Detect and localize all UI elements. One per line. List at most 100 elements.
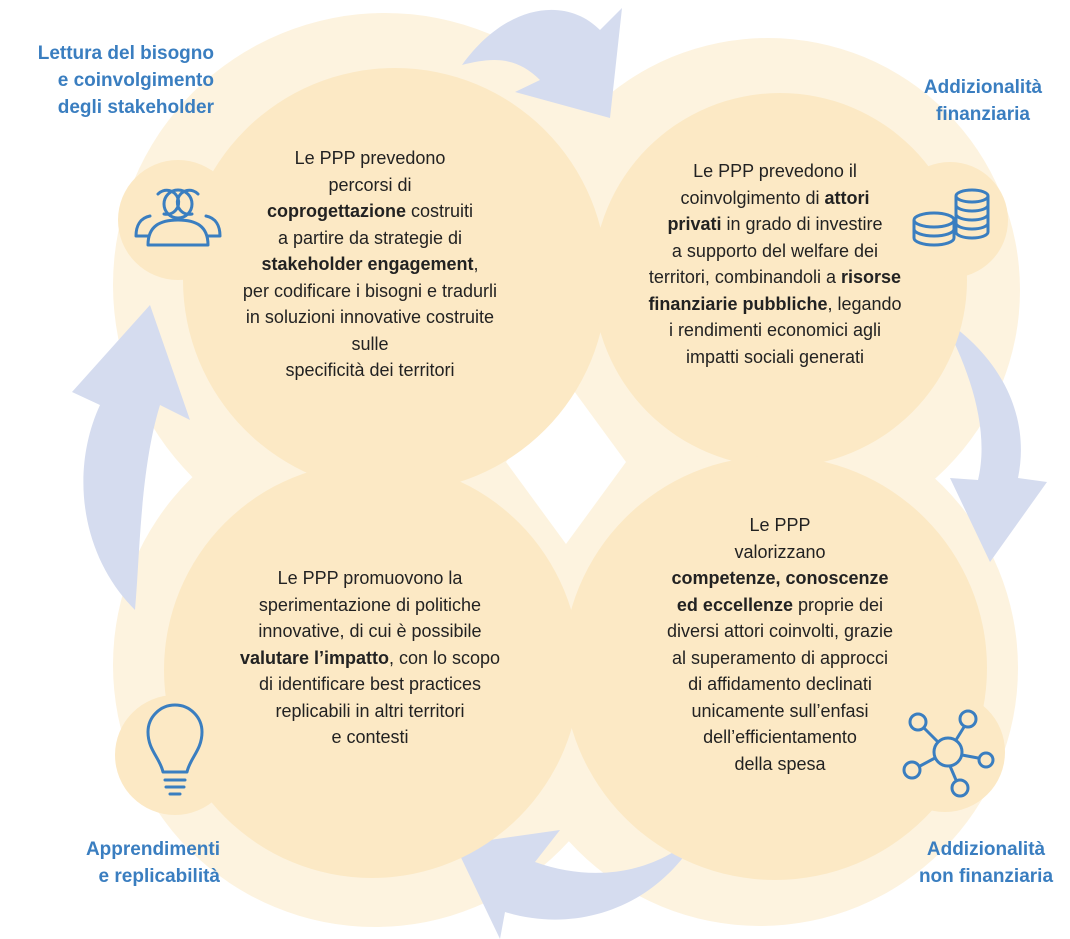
heading-line: Addizionalità <box>926 839 1046 860</box>
text-run: , legando <box>827 293 902 314</box>
text-run: Le PPP prevedono il <box>693 161 857 181</box>
text-line: valutare l’impatto, con lo scopo <box>200 645 540 672</box>
heading-line: Lettura del bisogno <box>37 43 214 64</box>
text-run: Le PPP <box>749 515 811 535</box>
bold-keyword: competenze, conoscenze <box>671 568 889 588</box>
text-line: territori, combinandoli a risorse <box>600 264 950 291</box>
text-line: valorizzano <box>610 539 950 566</box>
bold-keyword: finanziarie pubbliche <box>648 293 828 314</box>
circle-top-left <box>183 68 607 492</box>
text-run: dell’efficientamento <box>703 727 857 747</box>
text-line: coinvolgimento di attori <box>600 185 950 212</box>
text-line: impatti sociali generati <box>600 344 950 371</box>
text-line: replicabili in altri territori <box>200 698 540 725</box>
text-run: innovative, di cui è possibile <box>258 621 482 641</box>
circle-bottom-left <box>164 462 580 878</box>
arrow-right <box>942 318 1047 562</box>
text-line: di identificare best practices <box>200 671 540 698</box>
text-run: percorsi di <box>328 174 412 195</box>
text-run: della spesa <box>734 753 826 774</box>
bold-keyword: risorse <box>841 267 902 287</box>
lightbulb-icon <box>146 703 204 796</box>
text-line: specificità dei territori <box>205 357 535 384</box>
heading-line: e coinvolgimento <box>57 70 214 91</box>
heading-line: Addizionalità <box>923 77 1043 98</box>
text-line: dell’efficientamento <box>610 724 950 751</box>
bold-keyword: stakeholder engagement <box>261 254 474 274</box>
text-line: a supporto del welfare dei <box>600 238 950 265</box>
bold-keyword: valutare l’impatto <box>239 647 389 668</box>
text-run: specificità dei territori <box>285 360 455 380</box>
text-run: valorizzano <box>734 541 826 562</box>
text-top-right: Le PPP prevedono il coinvolgimento di att… <box>600 158 950 370</box>
network-nodes-icon <box>902 709 995 798</box>
text-line: Le PPP promuovono la <box>200 565 540 592</box>
text-line: in soluzioni innovative costruite <box>205 304 535 331</box>
heading-line: Apprendimenti <box>85 839 220 860</box>
text-run: unicamente sull’enfasi <box>691 700 869 721</box>
text-line: Le PPP <box>610 512 950 539</box>
text-run: impatti sociali generati <box>685 346 865 367</box>
icon-bubbles <box>115 160 1008 815</box>
heading-learning-replicability: Apprendimenti e replicabilità <box>40 836 220 890</box>
bold-keyword: privati <box>667 214 722 234</box>
text-run: , con lo scopo <box>388 647 501 668</box>
text-line: unicamente sull’enfasi <box>610 698 950 725</box>
coin-stacks-icon <box>912 188 990 247</box>
text-run: in grado di investire <box>721 214 883 234</box>
text-run: per codificare i bisogni e tradurli <box>242 280 498 301</box>
arrow-bottom <box>455 830 700 939</box>
text-run: Le PPP prevedono <box>294 148 446 168</box>
text-run: costruiti <box>405 201 474 221</box>
text-line: Le PPP prevedono il <box>600 158 950 185</box>
heading-line: e replicabilità <box>98 866 220 887</box>
text-line: della spesa <box>610 751 950 778</box>
bold-keyword: coprogettazione <box>266 201 406 221</box>
text-run: in soluzioni innovative costruite <box>245 307 495 327</box>
circle-top-right <box>593 93 967 467</box>
text-run: di affidamento declinati <box>688 674 872 694</box>
text-run: coinvolgimento di <box>680 187 825 208</box>
circle-bottom-right <box>563 456 987 880</box>
text-run: territori, combinandoli a <box>648 267 842 287</box>
text-line: percorsi di <box>205 172 535 199</box>
heading-needs-stakeholder: Lettura del bisogno e coinvolgimento degli… <box>12 40 214 121</box>
text-line: di affidamento declinati <box>610 671 950 698</box>
text-run: a supporto del welfare dei <box>671 240 879 261</box>
arrow-top <box>462 8 622 118</box>
text-top-left: Le PPP prevedono percorsi di coprogettazio… <box>205 145 535 384</box>
text-bottom-left: Le PPP promuovono la sperimentazione di p… <box>200 565 540 751</box>
text-line: ed eccellenze proprie dei <box>610 592 950 619</box>
text-line: innovative, di cui è possibile <box>200 618 540 645</box>
text-run: i rendimenti economici agli <box>668 320 882 340</box>
text-run: proprie dei <box>793 594 884 615</box>
text-line: Le PPP prevedono <box>205 145 535 172</box>
bold-keyword: attori <box>824 187 870 208</box>
text-line: privati in grado di investire <box>600 211 950 238</box>
heading-line: non finanziaria <box>918 866 1054 887</box>
text-run: a partire da strategie di <box>277 227 463 248</box>
text-run: e contesti <box>331 727 409 747</box>
text-line: a partire da strategie di <box>205 225 535 252</box>
text-bottom-right: Le PPP valorizzano competenze, conoscenze e… <box>610 512 950 777</box>
text-line: coprogettazione costruiti <box>205 198 535 225</box>
bubble-bottom-left <box>115 695 235 815</box>
text-line: diversi attori coinvolti, grazie <box>610 618 950 645</box>
text-line: stakeholder engagement, <box>205 251 535 278</box>
text-run: di identificare best practices <box>258 674 482 694</box>
text-run: replicabili in altri territori <box>275 700 465 721</box>
arrow-left <box>72 305 190 610</box>
text-line: sulle <box>205 331 535 358</box>
text-line: e contesti <box>200 724 540 751</box>
text-run: sperimentazione di politiche <box>258 594 482 615</box>
cycle-arrows <box>72 8 1047 939</box>
text-line: competenze, conoscenze <box>610 565 950 592</box>
text-run: , <box>473 254 479 274</box>
bold-keyword: ed eccellenze <box>676 594 793 615</box>
text-run: Le PPP promuovono la <box>277 568 463 588</box>
text-run: diversi attori coinvolti, grazie <box>666 621 894 641</box>
heading-line: degli stakeholder <box>57 97 214 118</box>
text-line: sperimentazione di politiche <box>200 592 540 619</box>
text-run: sulle <box>351 333 389 354</box>
